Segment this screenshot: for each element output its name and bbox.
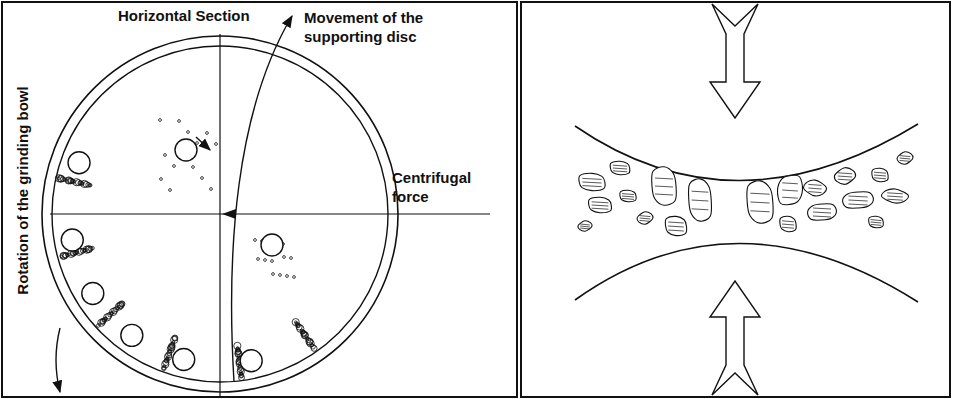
powder-dot — [97, 324, 101, 328]
powder-dot — [172, 335, 178, 341]
particle — [897, 152, 913, 164]
powder-dot — [286, 275, 289, 278]
horizontal-axis — [50, 213, 490, 214]
powder-dot — [271, 260, 274, 263]
powder-dot — [58, 176, 64, 182]
powder-dot — [83, 181, 89, 187]
powder-dot — [160, 178, 163, 181]
grinding-ball — [240, 350, 262, 372]
upper-grinding-surface — [575, 124, 918, 181]
rotation-arrow — [56, 328, 60, 392]
particle — [610, 161, 630, 174]
particle — [578, 221, 592, 231]
pressure-arrow-down — [710, 4, 760, 118]
powder-dot — [254, 239, 257, 242]
powder-dot — [239, 374, 243, 378]
label: Horizontal Section — [118, 6, 288, 25]
disc-movement-arrow — [232, 16, 292, 382]
powder-dot — [164, 154, 167, 157]
particle — [637, 212, 653, 224]
powder-dot — [100, 319, 105, 324]
powder-dot — [210, 188, 213, 191]
label: Movement of the supporting disc — [304, 8, 454, 46]
powder-dots — [55, 119, 317, 381]
grinding-ball — [121, 324, 143, 346]
powder-dot — [272, 273, 275, 276]
powder-dot — [293, 276, 296, 279]
particle — [881, 189, 908, 203]
powder-dot — [264, 259, 267, 262]
panel-frame — [2, 2, 517, 397]
powder-dot — [292, 319, 299, 326]
powder-dot — [165, 359, 169, 363]
powder-dot — [115, 303, 122, 310]
lower-grinding-surface — [575, 243, 918, 302]
vertical-axis — [219, 34, 220, 396]
powder-dot — [55, 175, 62, 182]
powder-dot — [187, 131, 190, 134]
grinding-balls — [61, 139, 283, 372]
powder-dot — [279, 274, 282, 277]
particle — [808, 204, 837, 220]
powder-dot — [66, 177, 72, 183]
powder-dot — [84, 249, 86, 251]
ball-motion-arrow — [196, 137, 210, 150]
powder-dot — [61, 253, 67, 259]
grinding-ball — [175, 139, 197, 161]
powder-dot — [173, 165, 176, 168]
pressure-arrow-up — [710, 281, 760, 395]
powder-dot — [283, 256, 286, 259]
powder-dot — [110, 312, 112, 314]
particle — [688, 179, 711, 221]
powder-dot — [172, 336, 177, 341]
powder-dot — [201, 177, 204, 180]
powder-dot — [162, 366, 166, 370]
sample-particles — [578, 152, 913, 236]
label: Rotation of the grinding bowl — [13, 86, 32, 294]
particle — [804, 180, 827, 196]
particle — [869, 216, 884, 228]
powder-dot — [302, 332, 308, 338]
particle — [747, 181, 773, 223]
particle — [777, 175, 802, 205]
particle — [843, 192, 874, 208]
particle — [665, 216, 686, 235]
grinding-ball — [261, 234, 283, 256]
grinding-ball — [68, 152, 90, 174]
powder-dot — [167, 346, 174, 353]
particle — [620, 190, 636, 202]
powder-dot — [83, 246, 90, 253]
powder-dot — [290, 257, 293, 260]
powder-dot — [178, 120, 181, 123]
powder-dot — [169, 189, 172, 192]
powder-dot — [98, 319, 105, 326]
powder-dot — [311, 345, 317, 351]
particle — [588, 197, 611, 212]
powder-dot — [215, 143, 218, 146]
powder-dot — [206, 132, 209, 135]
grinding-ball — [61, 229, 83, 251]
powder-dot — [192, 166, 195, 169]
particle — [780, 216, 796, 231]
powder-dot — [79, 181, 83, 185]
powder-dot — [159, 119, 162, 122]
particle — [579, 173, 605, 190]
particle — [834, 168, 855, 185]
powder-dot — [307, 340, 314, 347]
powder-dot — [257, 258, 260, 261]
grinding-ball — [173, 349, 195, 371]
centrifugal-arrowhead — [222, 209, 236, 219]
panel-frame — [521, 2, 950, 397]
powder-dot — [89, 184, 91, 186]
particle — [872, 168, 888, 181]
grinding-ball — [82, 282, 104, 304]
powder-dot — [109, 308, 116, 315]
particle — [652, 167, 677, 206]
powder-dot — [235, 351, 241, 357]
powder-dot — [296, 324, 300, 328]
label: Centrifugal force — [392, 168, 488, 206]
